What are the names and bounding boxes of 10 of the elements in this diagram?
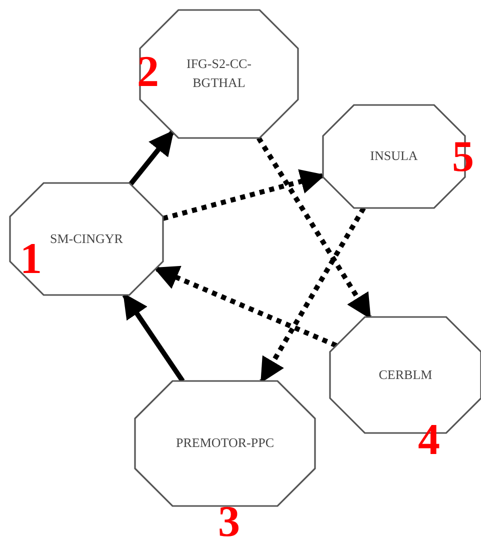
arrow <box>128 130 174 186</box>
node-label: PREMOTOR-PPC <box>174 434 275 452</box>
node-label: SM-CINGYR <box>49 230 124 248</box>
node-number: 3 <box>218 500 240 540</box>
node-label: CERBLM <box>378 366 434 384</box>
node-label: INSULA <box>369 147 419 166</box>
dotted-arrow <box>154 266 338 348</box>
dotted-arrow <box>162 169 326 221</box>
node-label: IFG-S2-CC-BGTHAL <box>185 55 252 92</box>
node-number: 1 <box>20 237 42 281</box>
